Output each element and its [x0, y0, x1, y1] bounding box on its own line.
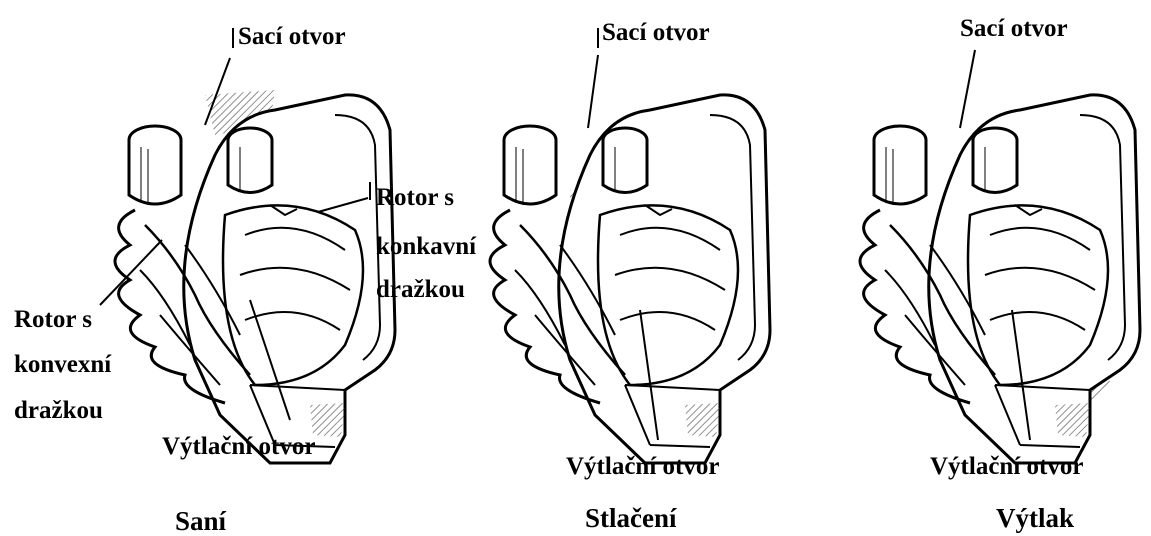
compressor-drawing-suction: [115, 90, 395, 463]
convex-rotor-label-line-3: dražkou: [14, 396, 103, 426]
compressor-drawing-compression: [490, 95, 770, 463]
discharge-port-label-3: Výtlační otvor: [930, 452, 1083, 482]
discharge-port-label-2: Výtlační otvor: [566, 452, 719, 482]
phase-title-discharge: Výtlak: [996, 503, 1074, 533]
convex-rotor-label-line-1: Rotor s: [14, 305, 92, 335]
concave-rotor-label-line-3: dražkou: [376, 275, 465, 305]
convex-rotor-label-line-2: konvexní: [14, 350, 111, 380]
phase-title-suction: Saní: [175, 506, 226, 536]
concave-rotor-label-line-2: konkavní: [376, 232, 476, 262]
suction-port-label-3: Sací otvor: [960, 14, 1068, 44]
suction-port-label-1: Sací otvor: [238, 22, 346, 52]
concave-rotor-label-line-1: Rotor s: [376, 183, 454, 213]
compressor-drawing-discharge: [860, 95, 1140, 463]
suction-port-label-2: Sací otvor: [602, 18, 710, 48]
discharge-port-label-1: Výtlační otvor: [162, 432, 315, 462]
phase-title-compression: Stlačení: [585, 503, 677, 533]
